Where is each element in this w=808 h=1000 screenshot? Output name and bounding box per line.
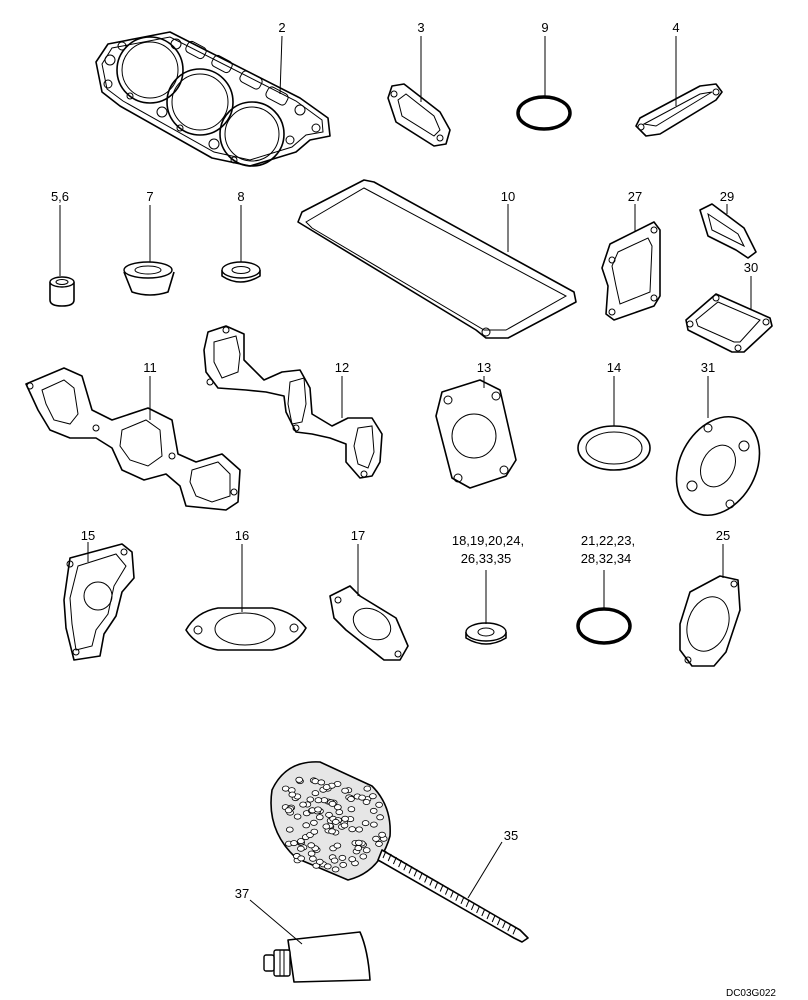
callout-28-32-34: 28,32,34 [581,551,632,566]
callout-14: 14 [607,360,621,375]
part-37-sealant-tube [249,899,371,983]
callout-8: 8 [237,189,244,204]
callout-18-19-20-24: 18,19,20,24, [452,533,524,548]
part-17-gasket [329,544,409,661]
part-16-oval-flange-gasket [185,544,307,651]
part-35-cylinder-brush [270,761,529,943]
part-25-gasket [679,544,741,667]
callout-4: 4 [672,20,679,35]
callout-25: 25 [716,528,730,543]
callout-2: 2 [278,20,285,35]
callout-35: 35 [504,828,518,843]
part-12-intake-manifold-gasket [203,325,383,479]
callout-3: 3 [417,20,424,35]
callout-7: 7 [146,189,153,204]
part-18-washer [465,570,507,645]
callout-10: 10 [501,189,515,204]
callout-12: 12 [335,360,349,375]
part-2-cylinder-head-gasket [95,31,331,167]
callout-5-6: 5,6 [51,189,69,204]
part-21-o-ring [576,570,632,645]
brush-twisted-wire [382,850,517,935]
callout-21-22-23: 21,22,23, [581,533,635,548]
callout-17: 17 [351,528,365,543]
part-27-gasket [601,204,661,321]
part-14-ring-gasket [577,376,651,471]
part-4-gasket [635,36,723,137]
part-29-gasket [699,203,757,259]
part-31-round-gasket [675,376,761,517]
callout-30: 30 [744,260,758,275]
part-5-6-valve-stem-seal [49,205,75,307]
part-30-gasket [685,276,773,353]
part-7-seal [123,205,175,296]
drawing-code: DC03G022 [726,988,776,999]
part-9-o-ring [516,36,572,131]
part-3-gasket [387,36,451,147]
callout-16: 16 [235,528,249,543]
part-13-flange-gasket [435,376,517,489]
callout-29: 29 [720,189,734,204]
part-15-water-pump-gasket [63,542,135,661]
callout-11: 11 [143,360,157,375]
part-10-rocker-cover-gasket [297,179,577,339]
callout-37: 37 [235,886,249,901]
brush-bristle-texture [281,776,388,873]
callout-27: 27 [628,189,642,204]
part-11-exhaust-manifold-gasket [25,367,241,511]
callout-9: 9 [541,20,548,35]
callout-26-33-35: 26,33,35 [461,551,512,566]
part-8-seal-ring [221,205,261,283]
callout-15: 15 [81,528,95,543]
callout-13: 13 [477,360,491,375]
callout-31: 31 [701,360,715,375]
